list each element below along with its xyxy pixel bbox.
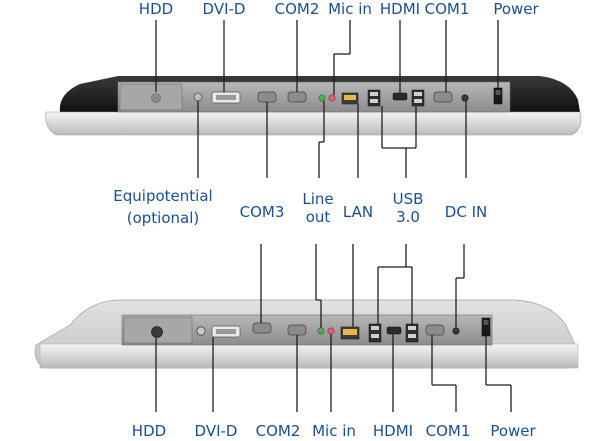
bottom-label-dvi-d: DVI-D bbox=[194, 422, 238, 440]
top-label-mic-in: Mic in bbox=[328, 0, 372, 18]
top-line-out-jack bbox=[318, 94, 326, 102]
bottom-dc-in-jack bbox=[452, 327, 460, 335]
top-label-hdmi: HDMI bbox=[379, 0, 421, 18]
bottom-label-mic-in: Mic in bbox=[312, 422, 356, 440]
mid-label-usb-line2: 3.0 bbox=[396, 208, 420, 226]
bottom-line-out-jack bbox=[317, 327, 325, 335]
bottom-hdd-screw bbox=[151, 326, 163, 338]
mid-label-usb: USB 3.0 bbox=[388, 190, 428, 226]
bottom-label-hdmi: HDMI bbox=[372, 422, 414, 440]
top-device bbox=[45, 76, 582, 136]
top-com1-port bbox=[433, 91, 453, 103]
bottom-com1-port bbox=[425, 324, 445, 336]
bottom-hdd-bay bbox=[123, 316, 193, 344]
mid-label-line-out: Line out bbox=[296, 190, 340, 226]
bottom-mic-in-jack bbox=[327, 327, 335, 335]
mid-label-lan: LAN bbox=[342, 203, 374, 221]
top-equipotential-stud bbox=[193, 92, 203, 102]
top-com3-port bbox=[257, 91, 277, 103]
mid-label-com3: COM3 bbox=[239, 203, 285, 221]
top-device-bezel bbox=[45, 111, 582, 136]
bottom-com2-port bbox=[287, 324, 307, 336]
mid-label-line-out-line1: Line bbox=[302, 190, 334, 208]
mid-label-dc-in: DC IN bbox=[444, 203, 488, 221]
top-com2-port bbox=[287, 91, 307, 103]
top-label-dvi-d: DVI-D bbox=[202, 0, 246, 18]
top-mic-in-jack bbox=[328, 94, 336, 102]
top-hdmi-port bbox=[392, 92, 408, 101]
mid-label-equipotential-line2: (optional) bbox=[126, 209, 200, 227]
bottom-equipotential-stud bbox=[196, 326, 206, 336]
top-label-power: Power bbox=[493, 0, 539, 18]
bottom-device bbox=[34, 299, 579, 369]
top-dc-in-jack bbox=[461, 94, 469, 102]
top-label-com2: COM2 bbox=[274, 0, 320, 18]
top-hdd-bay bbox=[119, 83, 183, 111]
mid-label-equipotential: Equipotential (optional) bbox=[98, 187, 228, 227]
top-hdd-screw bbox=[151, 93, 161, 103]
leader-lines bbox=[155, 20, 512, 412]
bottom-label-com2: COM2 bbox=[255, 422, 301, 440]
bottom-label-com1: COM1 bbox=[425, 422, 471, 440]
bottom-hdmi-port bbox=[386, 326, 402, 335]
top-label-hdd: HDD bbox=[138, 0, 174, 18]
bottom-label-hdd: HDD bbox=[131, 422, 167, 440]
mid-label-usb-line1: USB bbox=[392, 190, 424, 208]
mid-label-equipotential-line1: Equipotential bbox=[113, 187, 213, 205]
bottom-com3-port bbox=[252, 322, 272, 334]
mid-label-line-out-line2: out bbox=[305, 208, 331, 226]
top-label-com1: COM1 bbox=[424, 0, 470, 18]
bottom-label-power: Power bbox=[490, 422, 536, 440]
